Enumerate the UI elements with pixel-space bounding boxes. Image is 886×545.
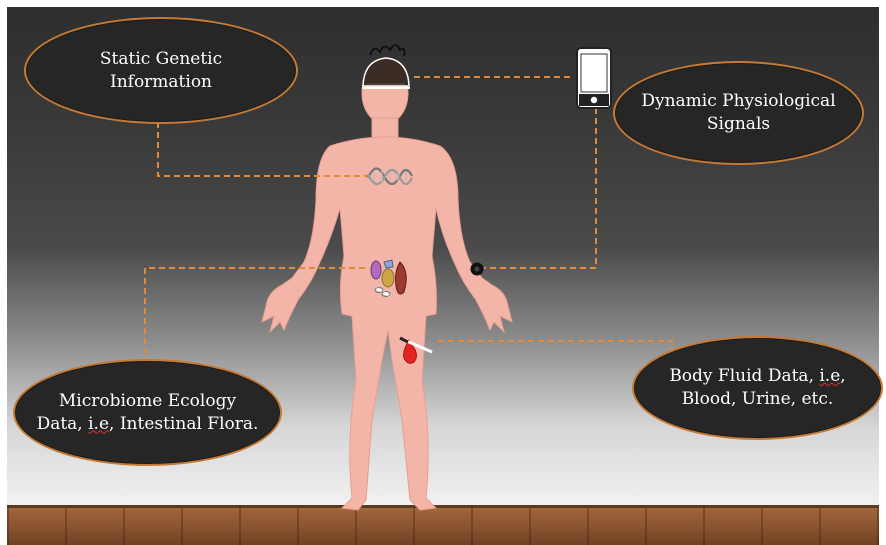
genetic-line-1: Static Genetic xyxy=(100,48,222,71)
microbiome-ie: i.e xyxy=(88,414,109,434)
connector-microbiome xyxy=(145,268,365,363)
label-dynamic-physiological-signals: Dynamic Physiological Signals xyxy=(613,61,864,165)
microbiome-line-1: Microbiome Ecology xyxy=(37,390,259,413)
fluid-line-2: Blood, Urine, etc. xyxy=(669,388,845,411)
microbiome-line-2c: , Intestinal Flora. xyxy=(109,414,258,434)
physiological-line-1: Dynamic Physiological xyxy=(641,90,835,113)
microbiome-line-2: Data, i.e, Intestinal Flora. xyxy=(37,413,259,436)
connector-watch xyxy=(484,108,596,268)
label-static-genetic-information: Static Genetic Information xyxy=(24,17,298,124)
genetic-line-2: Information xyxy=(100,71,222,94)
label-microbiome-ecology-data: Microbiome Ecology Data, i.e, Intestinal… xyxy=(13,359,282,466)
brain-icon xyxy=(362,45,410,88)
physiological-line-2: Signals xyxy=(641,113,835,136)
microbiome-line-2a: Data, xyxy=(37,414,89,434)
fluid-line-1a: Body Fluid Data, xyxy=(669,366,819,386)
smartphone-icon xyxy=(577,48,611,108)
connector-fluid xyxy=(438,341,672,350)
smartwatch-icon xyxy=(471,263,484,276)
label-body-fluid-data: Body Fluid Data, i.e, Blood, Urine, etc. xyxy=(632,336,883,440)
fluid-ie: i.e xyxy=(819,366,840,386)
fluid-line-1: Body Fluid Data, i.e, xyxy=(669,365,845,388)
fluid-line-1c: , xyxy=(840,366,845,386)
